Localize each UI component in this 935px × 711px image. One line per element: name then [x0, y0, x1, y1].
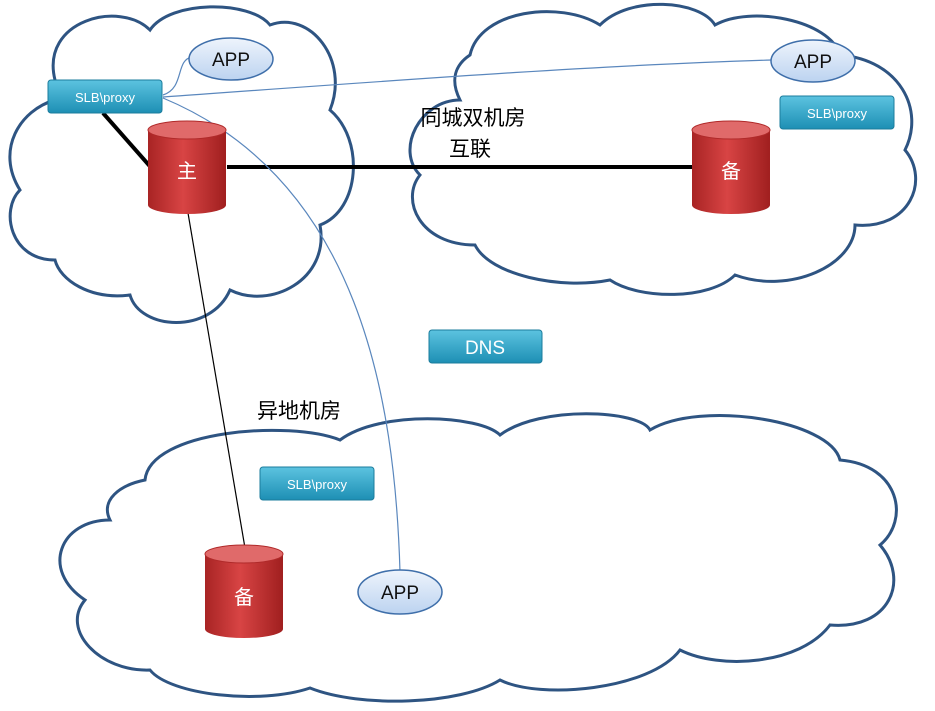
link-master-to-remote-standby	[187, 212, 246, 549]
app-node-b[interactable]: APP	[770, 39, 856, 83]
db-standby-remote-label: 备	[234, 585, 254, 609]
slb-label-remote: SLB\proxy	[287, 477, 347, 492]
cloud-remote-datacenter	[58, 412, 898, 703]
app-node-remote[interactable]: APP	[357, 569, 443, 615]
link-slb-to-app-a	[162, 56, 193, 96]
app-node-a[interactable]: APP	[188, 37, 274, 81]
dns-button[interactable]: DNS	[428, 329, 543, 364]
remote-dc-label: 异地机房	[257, 399, 341, 423]
connections	[101, 56, 773, 573]
slb-proxy-a[interactable]: SLB\proxy	[47, 79, 163, 114]
thick-link-slb-to-master	[101, 111, 157, 174]
same-city-label-line1: 同城双机房	[421, 106, 526, 130]
slb-proxy-b[interactable]: SLB\proxy	[779, 95, 895, 130]
app-label-a: APP	[212, 50, 250, 71]
app-label-b: APP	[794, 52, 832, 73]
link-slb-to-remote-app	[162, 97, 401, 573]
db-master-label: 主	[177, 159, 197, 183]
dns-label: DNS	[465, 338, 505, 359]
slb-label-a: SLB\proxy	[75, 90, 135, 105]
app-label-remote: APP	[381, 583, 419, 604]
slb-label-b: SLB\proxy	[807, 106, 867, 121]
db-master[interactable]: 主	[147, 120, 227, 214]
db-standby-b-label: 备	[721, 159, 741, 183]
db-standby-b[interactable]: 备	[691, 120, 771, 214]
same-city-label-line2: 互联	[449, 137, 491, 161]
link-slb-to-app-b	[162, 59, 773, 98]
slb-proxy-remote[interactable]: SLB\proxy	[259, 466, 375, 501]
db-standby-remote[interactable]: 备	[204, 544, 284, 638]
